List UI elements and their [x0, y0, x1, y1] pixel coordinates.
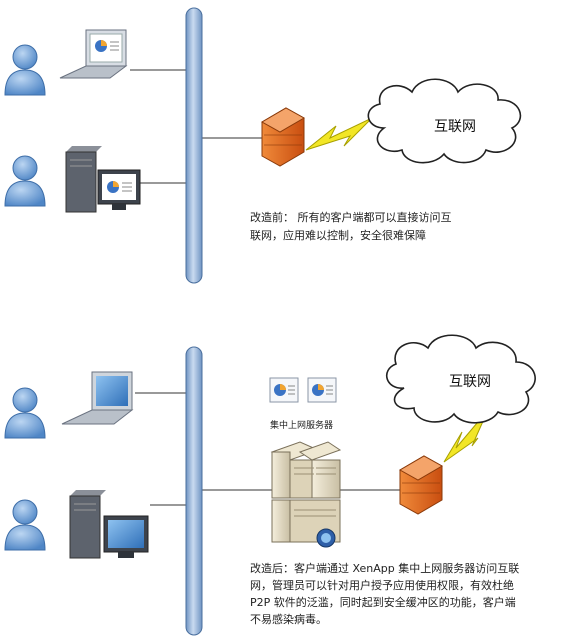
top-note-line2: 联网，应用难以控制，安全很难保障 — [250, 228, 426, 242]
bottom-user-icon-2 — [4, 499, 46, 551]
bottom-user-icon-1 — [4, 387, 46, 439]
app-document-icon-1 — [269, 377, 299, 403]
bottom-internet-cloud — [385, 334, 536, 424]
top-firewall-icon — [260, 107, 306, 167]
bottom-laptop-icon — [61, 371, 134, 425]
top-user-icon-2 — [4, 155, 46, 207]
top-lightning-icon — [305, 117, 373, 151]
top-desktop-icon — [65, 146, 141, 213]
bottom-section: 集中上网服务器 — [4, 334, 536, 636]
top-user-icon-1 — [4, 44, 46, 96]
server-label: 集中上网服务器 — [270, 419, 333, 431]
top-internet-label: 互联网 — [434, 119, 476, 135]
bottom-firewall-icon — [398, 455, 444, 515]
top-backbone-pipe — [185, 7, 203, 284]
bottom-note-line3: P2P 软件的泛滥，同时起到安全缓冲区的功能，客户端 — [250, 595, 516, 609]
bottom-note-line1: 改造后：客户端通过 XenApp 集中上网服务器访问互联 — [250, 561, 519, 575]
top-laptop-icon — [59, 29, 128, 79]
bottom-internet-label: 互联网 — [449, 374, 491, 390]
top-note-line1: 改造前： 所有的客户端都可以直接访问互 — [250, 210, 452, 224]
bottom-note-line4: 不易感染病毒。 — [250, 612, 327, 626]
bottom-desktop-icon — [69, 490, 149, 559]
top-section: 互联网 改造前： 所有的客户端都可以直接访问互 联网，应用难以控制，安全很难保障 — [4, 7, 522, 284]
app-document-icon-2 — [307, 377, 337, 403]
bottom-note-line2: 网，管理员可以针对用户授予应用使用权限，有效杜绝 — [250, 578, 514, 592]
server-cluster-icon — [270, 441, 342, 548]
top-internet-cloud — [367, 78, 522, 164]
bottom-backbone-pipe — [185, 346, 203, 636]
